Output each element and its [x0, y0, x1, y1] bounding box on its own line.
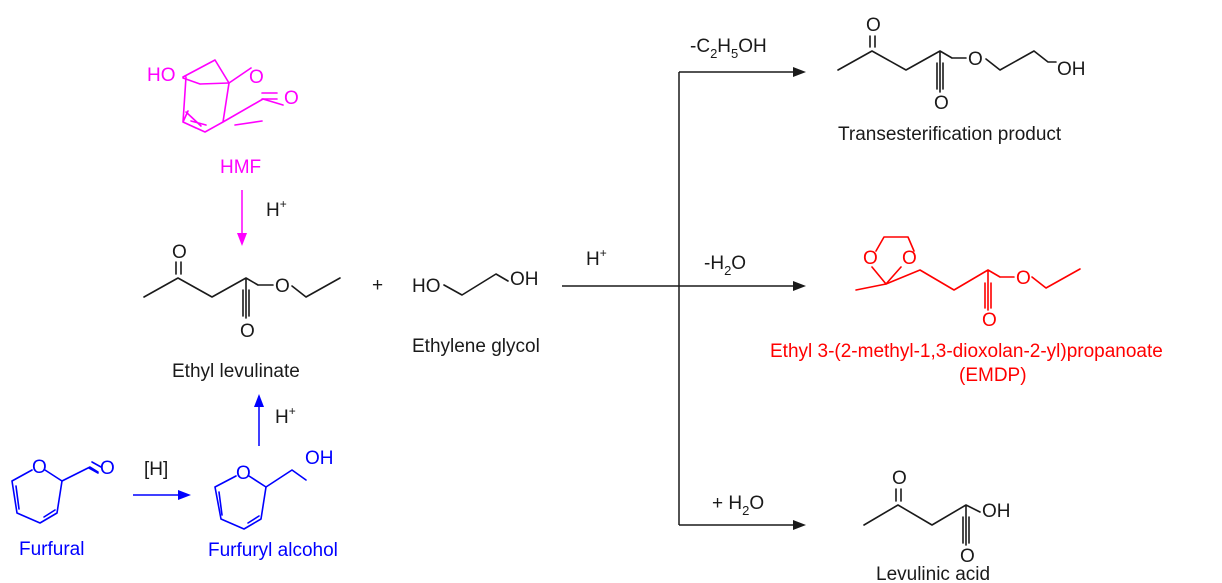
- furfuryl-alcohol-name: Furfuryl alcohol: [208, 540, 338, 561]
- arrow-furfural-to-fa: [133, 490, 191, 500]
- levulinic-acid-name: Levulinic acid: [876, 564, 990, 583]
- h-plus-main: H+: [586, 246, 607, 270]
- la-ketone-o-label: O: [892, 468, 907, 489]
- plus-water-label: + H2O: [712, 493, 764, 518]
- el-ester-o-label: O: [275, 276, 290, 297]
- ethyl-levulinate-structure: O O O: [143, 242, 341, 342]
- ethyl-levulinate-name: Ethyl levulinate: [172, 361, 300, 382]
- furfuryl-alcohol-structure: O OH: [214, 448, 334, 530]
- hmf-ring-o-label: O: [249, 67, 264, 88]
- hydrogenation-label: [H]: [144, 459, 168, 480]
- minus-ethanol-label: -C2H5OH: [690, 36, 767, 61]
- eg-ho-label: HO: [412, 276, 441, 297]
- h-plus-furfuryl: H+: [275, 404, 296, 428]
- emdp-carbonyl-o-label: O: [982, 310, 997, 331]
- tp-oh-label: OH: [1057, 59, 1086, 80]
- eg-oh-label: OH: [510, 269, 539, 290]
- furfural-aldehyde-o-label: O: [100, 458, 115, 479]
- la-oh-label: OH: [982, 501, 1011, 522]
- furfural-name: Furfural: [19, 539, 84, 560]
- transesterification-name: Transesterification product: [838, 124, 1062, 145]
- arrow-fa-to-el: [254, 394, 264, 446]
- tp-ester-o-label: O: [968, 49, 983, 70]
- hmf-name: HMF: [220, 157, 261, 178]
- emdp-structure: O O O O: [855, 236, 1081, 331]
- minus-water-label: -H2O: [704, 253, 746, 278]
- la-carbonyl-o-label: O: [960, 546, 975, 567]
- arrow-hmf-to-el: [237, 190, 247, 246]
- furfural-ring-o-label: O: [32, 457, 47, 478]
- ethylene-glycol-name: Ethylene glycol: [412, 336, 540, 357]
- emdp-name-line1: Ethyl 3-(2-methyl-1,3-dioxolan-2-yl)prop…: [770, 341, 1163, 362]
- h-plus-hmf: H+: [266, 197, 287, 221]
- hmf-structure: HO O O: [147, 59, 299, 133]
- emdp-ester-o-label: O: [1016, 268, 1031, 289]
- hmf-ho-label: HO: [147, 65, 176, 86]
- emdp-name-line2: (EMDP): [959, 365, 1027, 386]
- emdp-ring-o2-label: O: [902, 248, 917, 269]
- transesterification-structure: O O O OH: [837, 15, 1086, 114]
- fa-ring-o-label: O: [236, 463, 251, 484]
- hmf-aldehyde-o-label: O: [284, 88, 299, 109]
- el-ketone-o-label: O: [172, 242, 187, 263]
- ethylene-glycol-structure: HO OH: [412, 269, 539, 297]
- plus-sign: +: [372, 275, 383, 296]
- main-reaction-arrows: [562, 67, 806, 530]
- el-carbonyl-o-label: O: [240, 321, 255, 342]
- emdp-ring-o1-label: O: [863, 248, 878, 269]
- tp-ketone-o-label: O: [866, 15, 881, 36]
- furfural-structure: O O: [11, 457, 115, 524]
- levulinic-acid-structure: O OH O: [863, 468, 1011, 567]
- tp-carbonyl-o-label: O: [934, 93, 949, 114]
- fa-oh-label: OH: [305, 448, 334, 469]
